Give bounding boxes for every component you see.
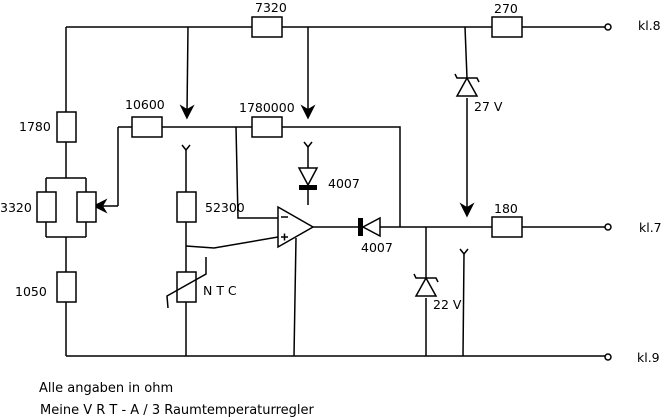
- wires: [45, 26, 606, 357]
- resistor-ntc: [176, 271, 197, 303]
- resistor-3320-right: [76, 191, 97, 223]
- label-270: 270: [494, 1, 518, 16]
- test-points: [181, 141, 469, 256]
- label-kl7: kl.7: [639, 220, 662, 235]
- zener-27v: [455, 76, 479, 97]
- label-kl8: kl.8: [638, 18, 661, 33]
- zener-22v: [414, 276, 438, 297]
- resistor-3320-left: [36, 191, 57, 223]
- label-1780000: 1780000: [239, 100, 295, 115]
- label-52300: 52300: [205, 200, 245, 215]
- label-7320: 7320: [255, 0, 287, 15]
- diode-4007-upper: [297, 167, 319, 187]
- labels: 7320 270 10600 1780000 1780 3320 52300 1…: [0, 0, 662, 365]
- resistor-1050: [56, 271, 77, 303]
- label-ntc: N T C: [203, 283, 237, 298]
- resistor-52300: [176, 191, 197, 223]
- resistor-180: [491, 216, 523, 238]
- terminals: [604, 23, 612, 361]
- opamp: [277, 205, 315, 249]
- label-3320: 3320: [0, 200, 32, 215]
- resistor-7320: [251, 16, 283, 38]
- resistor-10600: [131, 116, 163, 138]
- label-diode-upper: 4007: [328, 176, 360, 191]
- resistors: [36, 16, 523, 309]
- label-zener-22v: 22 V: [433, 297, 462, 312]
- zeners: [413, 73, 480, 297]
- label-1050: 1050: [15, 284, 47, 299]
- diode-4007-output: [361, 216, 381, 238]
- note-units: Alle angaben in ohm: [39, 381, 174, 396]
- label-kl9: kl.9: [637, 350, 660, 365]
- diodes: [297, 167, 381, 238]
- label-180: 180: [494, 201, 518, 216]
- note-title: Meine V R T - A / 3 Raumtemperaturregler: [40, 403, 314, 418]
- resistor-1780: [56, 111, 77, 143]
- label-1780: 1780: [19, 119, 51, 134]
- label-zener-27v: 27 V: [474, 99, 503, 114]
- resistor-270: [491, 16, 523, 38]
- resistor-1780000: [251, 116, 283, 138]
- label-diode-output: 4007: [361, 240, 393, 255]
- label-10600: 10600: [125, 97, 165, 112]
